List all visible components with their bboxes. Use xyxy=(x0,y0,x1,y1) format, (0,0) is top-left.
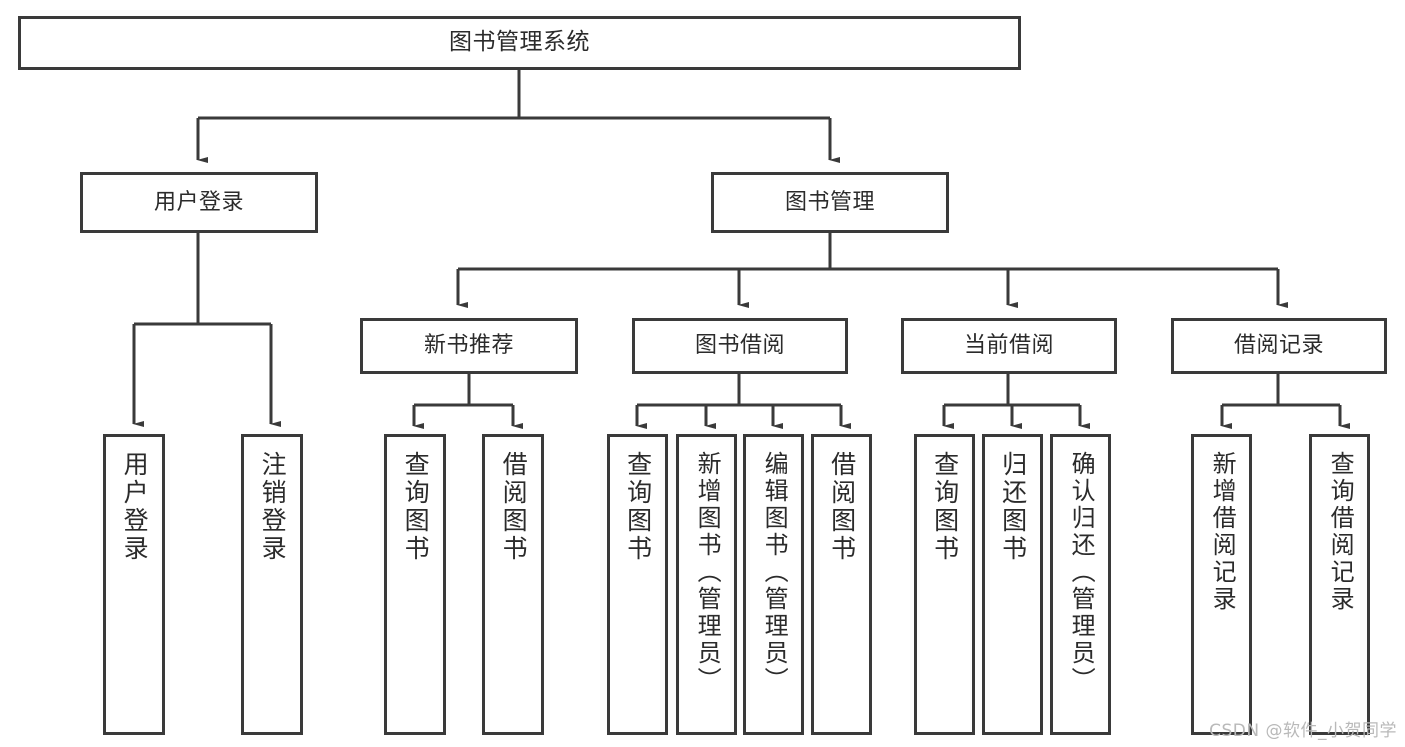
node-leaf-query-book-3[interactable]: 查询图书 xyxy=(914,434,975,735)
node-leaf-user-login[interactable]: 用户登录 xyxy=(103,434,165,735)
node-leaf-edit-book[interactable]: 编辑图书（管理员） xyxy=(743,434,804,735)
node-leaf-query-book-1[interactable]: 查询图书 xyxy=(384,434,446,735)
node-book-manage-label: 图书管理 xyxy=(784,189,875,215)
node-borrow-record[interactable]: 借阅记录 xyxy=(1171,318,1387,374)
node-root-label: 图书管理系统 xyxy=(449,29,590,56)
node-new-book-recommend-label: 新书推荐 xyxy=(423,333,514,359)
node-borrow-record-label: 借阅记录 xyxy=(1233,333,1324,359)
node-leaf-edit-book-label: 编辑图书（管理员） xyxy=(760,451,789,694)
node-leaf-add-book[interactable]: 新增图书（管理员） xyxy=(676,434,737,735)
node-leaf-add-record-label: 新增借阅记录 xyxy=(1208,451,1237,613)
node-leaf-return-book[interactable]: 归还图书 xyxy=(982,434,1043,735)
node-user-login[interactable]: 用户登录 xyxy=(80,172,318,233)
node-leaf-borrow-book-2[interactable]: 借阅图书 xyxy=(811,434,872,735)
node-leaf-query-record-label: 查询借阅记录 xyxy=(1326,451,1355,613)
node-leaf-query-book-2[interactable]: 查询图书 xyxy=(607,434,668,735)
node-current-borrow-label: 当前借阅 xyxy=(963,333,1054,359)
node-book-borrow[interactable]: 图书借阅 xyxy=(632,318,848,374)
node-leaf-logout-label: 注销登录 xyxy=(258,451,288,563)
node-leaf-borrow-book-2-label: 借阅图书 xyxy=(827,451,857,563)
node-book-manage[interactable]: 图书管理 xyxy=(711,172,949,233)
node-leaf-query-book-2-label: 查询图书 xyxy=(623,451,653,563)
node-current-borrow[interactable]: 当前借阅 xyxy=(901,318,1117,374)
node-leaf-add-record[interactable]: 新增借阅记录 xyxy=(1191,434,1252,735)
node-leaf-add-book-label: 新增图书（管理员） xyxy=(693,451,722,694)
node-new-book-recommend[interactable]: 新书推荐 xyxy=(360,318,578,374)
node-leaf-borrow-book-1[interactable]: 借阅图书 xyxy=(482,434,544,735)
node-user-login-label: 用户登录 xyxy=(153,189,244,215)
node-root[interactable]: 图书管理系统 xyxy=(18,16,1021,70)
node-leaf-logout[interactable]: 注销登录 xyxy=(241,434,303,735)
node-leaf-confirm-return[interactable]: 确认归还（管理员） xyxy=(1050,434,1111,735)
node-leaf-return-book-label: 归还图书 xyxy=(998,451,1028,563)
node-book-borrow-label: 图书借阅 xyxy=(694,333,785,359)
node-leaf-query-book-1-label: 查询图书 xyxy=(401,451,431,563)
node-leaf-borrow-book-1-label: 借阅图书 xyxy=(499,451,529,563)
node-leaf-confirm-return-label: 确认归还（管理员） xyxy=(1067,451,1096,694)
node-leaf-query-record[interactable]: 查询借阅记录 xyxy=(1309,434,1370,735)
node-leaf-user-login-label: 用户登录 xyxy=(120,451,150,563)
watermark: CSDN @软件_小贺同学 xyxy=(1209,721,1397,741)
node-leaf-query-book-3-label: 查询图书 xyxy=(930,451,960,563)
